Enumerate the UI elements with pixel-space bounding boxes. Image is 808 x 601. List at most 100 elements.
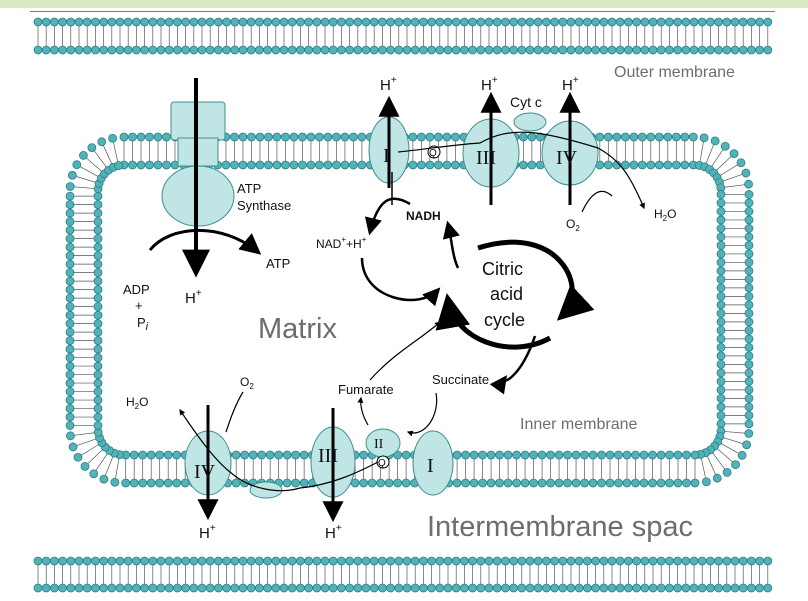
lipid-head — [255, 132, 265, 142]
lipid-head — [65, 344, 75, 354]
lipid-tail — [713, 153, 735, 174]
lipid-head — [744, 283, 754, 293]
cyt-c-label: Cyt c — [510, 94, 542, 110]
lipid-head — [744, 292, 754, 301]
lipid-head — [402, 17, 412, 27]
lipid-head — [542, 17, 551, 27]
lipid-head — [461, 450, 470, 460]
lipid-head — [673, 450, 683, 460]
lipid-head — [145, 132, 154, 142]
lipid-head — [673, 17, 682, 27]
lipid-head — [486, 450, 496, 460]
lipid-head — [716, 258, 726, 267]
lipid-head — [418, 45, 428, 55]
lipid-head — [138, 450, 148, 460]
lipid-head — [525, 556, 535, 566]
lipid-head — [550, 583, 559, 593]
lipid-head — [287, 583, 297, 593]
lipid-head — [629, 160, 639, 170]
lipid-head — [763, 583, 773, 593]
lipid-head — [681, 583, 691, 593]
lipid-tail — [84, 446, 106, 467]
lipid-head — [58, 583, 67, 593]
lipid-head — [279, 17, 289, 27]
lipid-head — [442, 160, 452, 170]
lipid-head — [607, 45, 617, 55]
complex-iv-bottom — [184, 405, 232, 521]
lipid-head — [747, 17, 756, 27]
lipid-head — [93, 276, 103, 286]
lipid-head — [230, 45, 240, 55]
lipid-head — [744, 207, 754, 216]
lipid-head — [706, 583, 715, 593]
lipid-head — [744, 402, 754, 412]
lipid-head — [622, 450, 632, 460]
lipid-head — [729, 149, 739, 159]
lipid-head — [554, 450, 564, 460]
lipid-head — [558, 17, 568, 27]
lipid-head — [673, 583, 682, 593]
lipid-head — [597, 478, 606, 488]
lipid-head — [566, 556, 576, 566]
lipid-head — [172, 583, 182, 593]
lipid-head — [744, 179, 753, 189]
lipid-head — [442, 132, 452, 142]
o2-to-water-bottom — [225, 391, 244, 433]
lipid-head — [281, 160, 290, 170]
lipid-head — [755, 556, 764, 566]
lipid-head — [240, 450, 250, 460]
lipid-head — [736, 158, 746, 168]
lipid-head — [189, 45, 199, 55]
complex-iii-top — [462, 91, 520, 205]
o2-to-water-top — [581, 190, 613, 213]
complex-i-top-label: I — [383, 145, 390, 167]
lipid-head — [99, 583, 108, 593]
lipid-tail — [709, 146, 726, 170]
lipid-head — [697, 583, 707, 593]
complex-iii-bottom-label: III — [318, 445, 338, 467]
lipid-head — [299, 478, 309, 488]
lipid-head — [716, 207, 726, 216]
lipid-head — [716, 419, 726, 429]
cycle-to-nadh — [442, 220, 460, 269]
lipid-head — [140, 583, 150, 593]
lipid-head — [50, 45, 59, 55]
lipid-head — [755, 17, 764, 27]
lipid-head — [535, 132, 545, 142]
lipid-head — [291, 450, 301, 460]
lipid-head — [468, 556, 478, 566]
lipid-head — [605, 478, 615, 488]
lipid-head — [722, 556, 732, 566]
lipid-head — [345, 17, 355, 27]
lipid-head — [517, 556, 527, 566]
lipid-head — [328, 45, 338, 55]
lipid-head — [291, 478, 301, 488]
lipid-head — [716, 334, 726, 344]
lipid-head — [74, 45, 84, 55]
lipid-head — [99, 17, 108, 27]
lipid-head — [563, 478, 572, 488]
lipid-head — [558, 45, 568, 55]
lipid-head — [93, 327, 103, 337]
proton-top-iv: H+ — [562, 75, 579, 94]
lipid-head — [744, 190, 754, 199]
lipid-head — [68, 442, 78, 452]
lipid-head — [136, 132, 146, 142]
lipid-head — [295, 45, 305, 55]
lipid-head — [738, 17, 748, 27]
succinate-arrow — [406, 392, 438, 437]
lipid-head — [369, 556, 379, 566]
fumarate-arrow — [369, 321, 441, 381]
lipid-head — [599, 45, 609, 55]
lipid-head — [254, 556, 264, 566]
lipid-tail — [77, 442, 103, 458]
lipid-head — [181, 583, 191, 593]
lipid-head — [93, 421, 103, 430]
lipid-head — [716, 300, 726, 310]
lipid-head — [328, 17, 338, 27]
lipid-head — [408, 132, 418, 142]
lipid-head — [518, 160, 528, 170]
lipid-head — [91, 17, 100, 27]
lipid-head — [65, 387, 75, 396]
lipid-head — [393, 478, 403, 488]
